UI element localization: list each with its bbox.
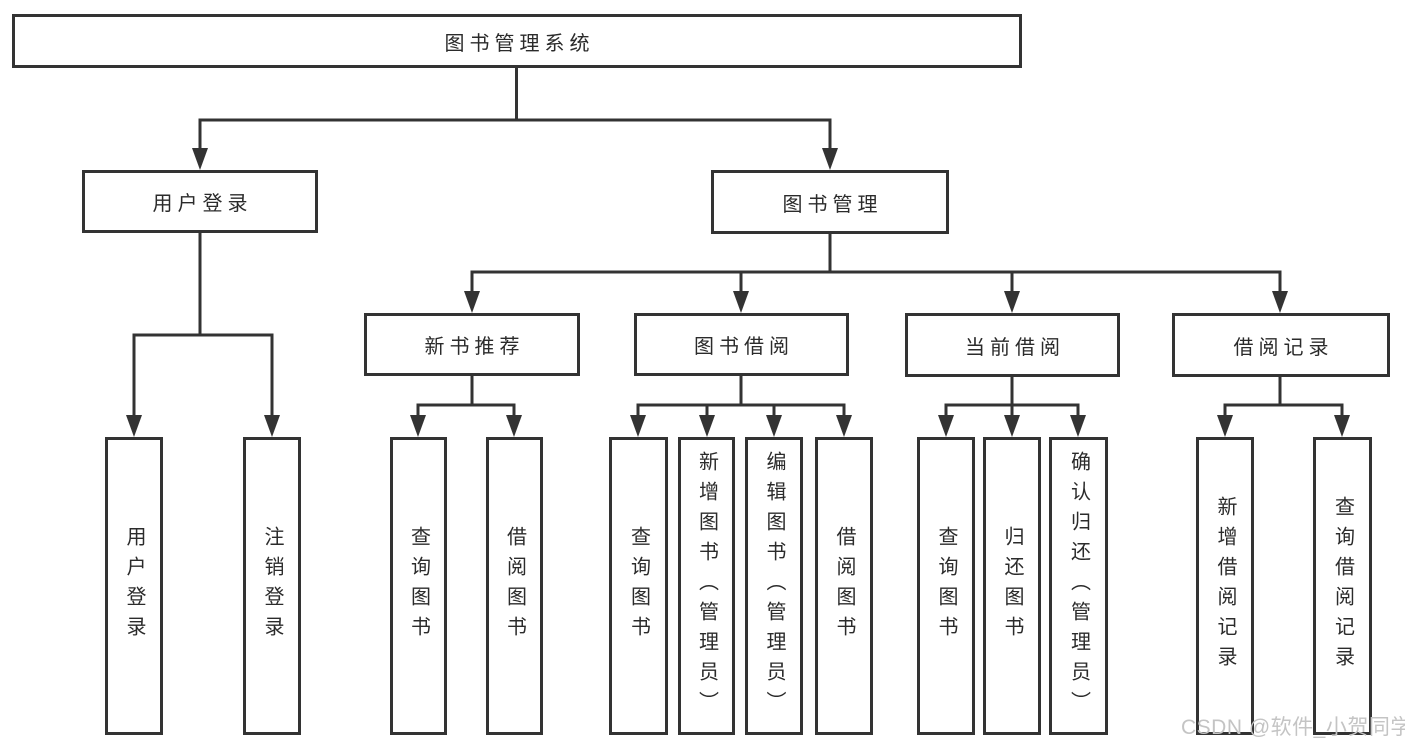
arrowhead <box>1217 415 1233 437</box>
arrowhead <box>938 415 954 437</box>
arrowhead <box>464 291 480 313</box>
arrowhead <box>192 148 208 170</box>
connector-book-borrowing-to-leaves <box>636 376 846 416</box>
leaf-current-return-books: 归还图书 <box>983 437 1041 735</box>
node-root: 图书管理系统 <box>12 14 1022 68</box>
connector-current-borrowing-to-leaves <box>944 377 1080 416</box>
arrowhead <box>126 415 142 437</box>
connector-book-management-to-level3 <box>470 234 1282 292</box>
leaf-records-add-record: 新增借阅记录 <box>1196 437 1254 735</box>
leaf-records-search-record: 查询借阅记录 <box>1313 437 1372 735</box>
node-current-borrowing: 当前借阅 <box>905 313 1120 377</box>
leaf-logout: 注销登录 <box>243 437 301 735</box>
arrowhead <box>630 415 646 437</box>
arrowhead <box>822 148 838 170</box>
arrowhead <box>264 415 280 437</box>
node-user-login: 用户登录 <box>82 170 318 233</box>
arrowhead <box>766 415 782 437</box>
leaf-borrow-edit-books-admin: 编辑图书（管理员） <box>745 437 803 735</box>
arrowhead <box>1272 291 1288 313</box>
connector-root-to-level2 <box>198 68 832 149</box>
leaf-user-login: 用户登录 <box>105 437 163 735</box>
watermark: CSDN @软件_小贺同学 <box>1181 716 1405 739</box>
leaf-borrow-search-books: 查询图书 <box>609 437 668 735</box>
node-new-book-recommendation: 新书推荐 <box>364 313 580 376</box>
arrowhead <box>733 291 749 313</box>
arrowhead <box>1004 291 1020 313</box>
node-borrowing-records: 借阅记录 <box>1172 313 1390 377</box>
leaf-recommend-search-books: 查询图书 <box>390 437 447 735</box>
node-book-borrowing: 图书借阅 <box>634 313 849 376</box>
leaf-current-confirm-return-admin: 确认归还（管理员） <box>1049 437 1108 735</box>
arrowhead <box>410 415 426 437</box>
arrowhead <box>1070 415 1086 437</box>
connector-user-login-to-leaves <box>132 233 274 416</box>
leaf-recommend-borrow-books: 借阅图书 <box>486 437 543 735</box>
arrowhead <box>506 415 522 437</box>
leaf-borrow-borrow-books: 借阅图书 <box>815 437 873 735</box>
arrowhead <box>1334 415 1350 437</box>
leaf-borrow-add-books-admin: 新增图书（管理员） <box>678 437 735 735</box>
connector-borrowing-records-to-leaves <box>1223 377 1344 416</box>
arrowheads <box>126 148 1350 437</box>
arrowhead <box>1004 415 1020 437</box>
arrowhead <box>836 415 852 437</box>
arrowhead <box>699 415 715 437</box>
node-book-management: 图书管理 <box>711 170 949 234</box>
connector-new-book-recommendation-to-leaves <box>416 376 516 416</box>
leaf-current-search-books: 查询图书 <box>917 437 975 735</box>
